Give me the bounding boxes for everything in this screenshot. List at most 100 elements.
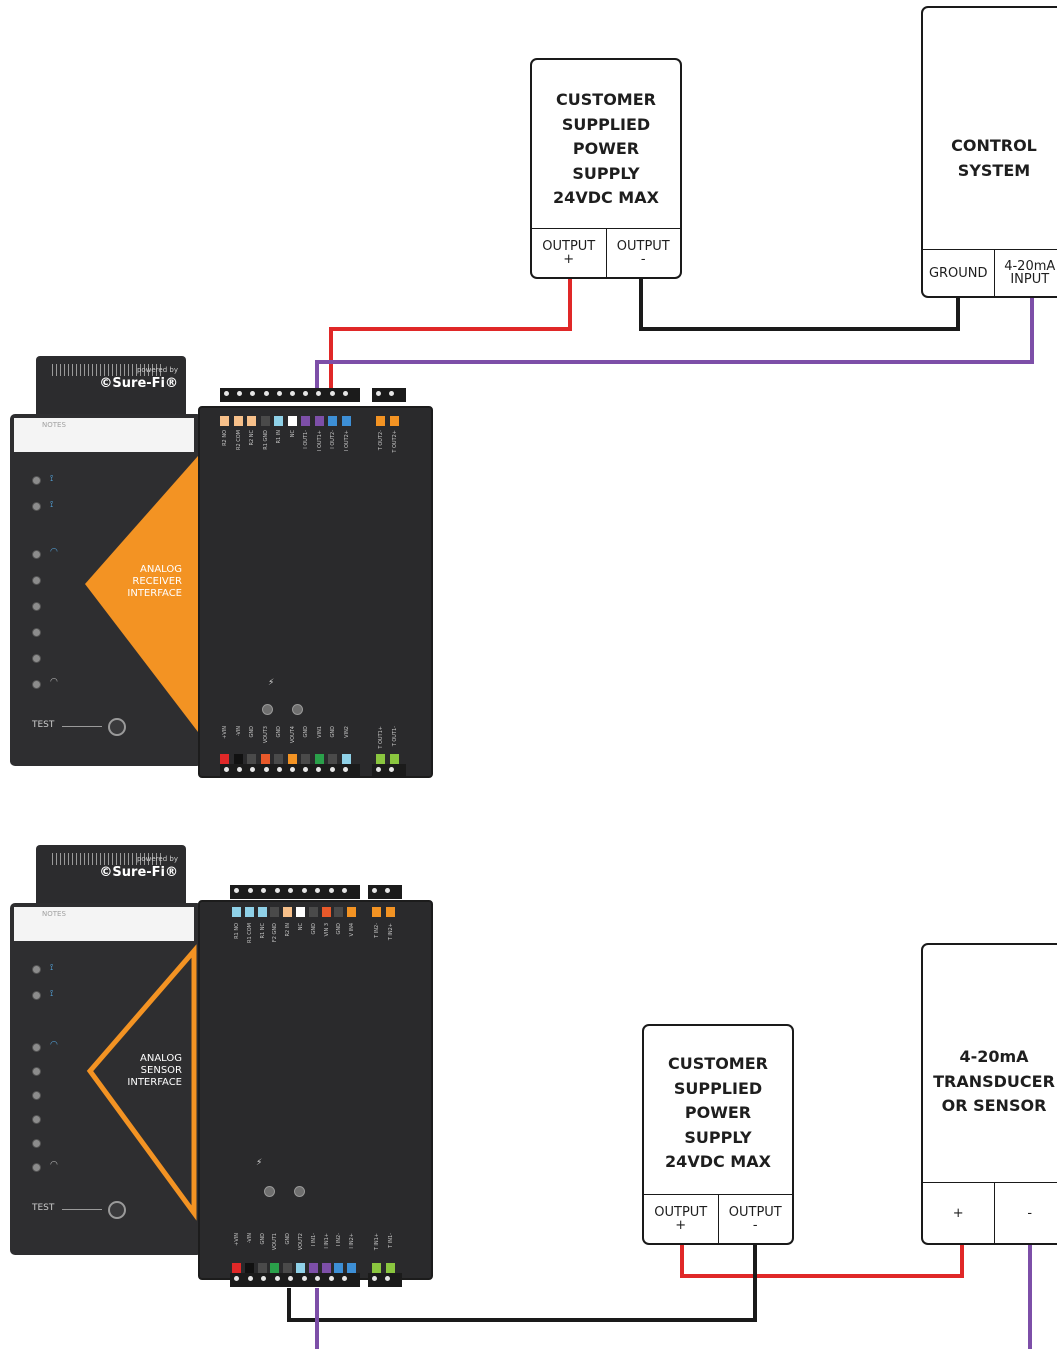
terminal-screw	[342, 391, 348, 396]
terminal-color-swatch	[244, 907, 254, 917]
terminal-color-swatch	[372, 1263, 381, 1273]
terminal-label: I OUT1+	[316, 430, 323, 452]
current-input-terminal: 4-20mA INPUT	[993, 250, 1057, 296]
status-led	[32, 576, 41, 585]
status-led	[32, 550, 41, 559]
terminal-color-swatch	[347, 907, 357, 917]
terminal-color-swatch	[328, 754, 337, 764]
terminal-color-swatch	[301, 416, 310, 426]
status-led	[32, 628, 41, 637]
terminal-label: VOUT1	[272, 1233, 279, 1251]
control-system-box: CONTROL SYSTEM GROUND 4-20mA INPUT	[921, 6, 1057, 298]
transducer-terminals: + -	[923, 1182, 1057, 1243]
power-supply-title: CUSTOMER SUPPLIED POWER SUPPLY 24VDC MAX	[665, 1054, 771, 1171]
test-label: TEST	[32, 1203, 55, 1213]
terminal-screw	[237, 391, 243, 396]
terminal-color-swatch	[247, 754, 256, 764]
terminal-screw	[385, 1276, 390, 1281]
terminal-screw	[342, 1276, 348, 1281]
status-led	[32, 1115, 41, 1124]
power-supply-terminals: OUTPUT + OUTPUT -	[644, 1194, 792, 1243]
transmit-icon: ⟟	[50, 474, 54, 484]
terminal-color-swatch	[232, 907, 241, 917]
terminal-color-swatch	[376, 754, 385, 764]
test-button[interactable]	[108, 1201, 126, 1219]
top-terminal-block-right	[372, 388, 406, 402]
sure-fi-radio-module: powered by ©Sure-Fi®	[36, 356, 186, 416]
adjust-knob[interactable]	[262, 704, 273, 715]
terminal-color-swatch	[233, 416, 243, 426]
terminal-color-swatch	[233, 754, 243, 764]
status-led	[32, 602, 41, 611]
adjust-knob[interactable]	[264, 1186, 275, 1197]
test-button[interactable]	[108, 718, 126, 736]
transmit-icon: ⟟	[50, 963, 54, 973]
terminal-label: GND	[330, 726, 336, 738]
device-type-label: ANALOG RECEIVER INTERFACE	[127, 564, 182, 599]
terminal-color-swatch	[296, 1263, 305, 1273]
power-supply-terminals: OUTPUT + OUTPUT -	[532, 228, 680, 277]
power-supply-title: CUSTOMER SUPPLIED POWER SUPPLY 24VDC MAX	[553, 90, 659, 207]
status-led	[32, 1067, 41, 1076]
terminal-label: -VIN	[246, 1233, 253, 1244]
terminal-label: T IN2+	[387, 923, 394, 941]
terminal-screw	[376, 391, 381, 396]
adjust-knob[interactable]	[292, 704, 303, 715]
status-led	[32, 991, 41, 1000]
test-divider	[62, 726, 102, 727]
terminal-label: T IN1-	[387, 1233, 394, 1248]
terminal-screw	[342, 767, 348, 772]
terminal-screw	[234, 1276, 239, 1281]
terminal-color-swatch	[270, 1263, 280, 1273]
terminal-label: VOUT2	[298, 1233, 304, 1251]
power-supply-box-top: CUSTOMER SUPPLIED POWER SUPPLY 24VDC MAX…	[530, 58, 682, 279]
terminal-color-swatch	[341, 416, 351, 426]
receive-icon: ⟟	[50, 500, 54, 510]
terminal-label: V IN4	[349, 923, 356, 937]
terminal-screw	[315, 888, 321, 893]
terminal-label: GND	[285, 1233, 292, 1245]
terminal-label: VOUT3	[262, 726, 269, 744]
terminal-label: +VIN	[234, 1233, 240, 1246]
transducer-title: 4-20mA TRANSDUCER OR SENSOR	[933, 1047, 1055, 1115]
terminal-screw	[316, 391, 322, 396]
output-negative-terminal: OUTPUT -	[717, 1195, 793, 1243]
status-led	[32, 502, 41, 511]
output-negative-terminal: OUTPUT -	[605, 229, 681, 277]
terminal-screw	[315, 1276, 321, 1281]
terminal-label: R1 IN	[276, 430, 282, 444]
adjust-knob[interactable]	[294, 1186, 305, 1197]
terminal-color-swatch	[296, 907, 305, 917]
terminal-screw	[234, 888, 239, 893]
wire-control-signal	[315, 297, 1034, 392]
wifi-icon: ◠	[50, 547, 58, 557]
status-led	[32, 1139, 41, 1148]
terminal-color-swatch	[260, 754, 270, 764]
terminal-color-swatch	[274, 754, 283, 764]
terminal-label: F2 GND	[272, 923, 279, 943]
terminal-label: R1 NO	[234, 923, 240, 939]
terminal-color-swatch	[247, 416, 256, 426]
terminal-module: ⚡	[198, 406, 433, 778]
powered-by-label: powered by	[136, 855, 178, 863]
terminal-color-swatch	[287, 416, 297, 426]
terminal-screw	[329, 391, 335, 396]
vent-grille	[52, 364, 162, 376]
terminal-color-swatch	[385, 1263, 395, 1273]
terminal-color-swatch	[260, 416, 270, 426]
bottom-terminal-block	[220, 764, 360, 778]
terminal-label: I IN2+	[349, 1233, 356, 1249]
terminal-screw	[389, 767, 394, 772]
terminal-label: R1 NC	[259, 923, 266, 939]
accent-triangle-outline	[86, 944, 197, 1221]
terminal-screw	[288, 1276, 294, 1281]
vent-grille	[52, 853, 162, 865]
terminal-label: T IN1+	[374, 1233, 380, 1251]
terminal-color-swatch	[347, 1263, 357, 1273]
terminal-label: VIN 3	[323, 923, 330, 937]
status-led	[32, 476, 41, 485]
terminal-label: T OUT1+	[378, 726, 384, 749]
bottom-terminal-block	[230, 1273, 360, 1287]
terminal-label: R1 COM	[246, 923, 253, 943]
terminal-label: I IN2-	[336, 1233, 343, 1247]
